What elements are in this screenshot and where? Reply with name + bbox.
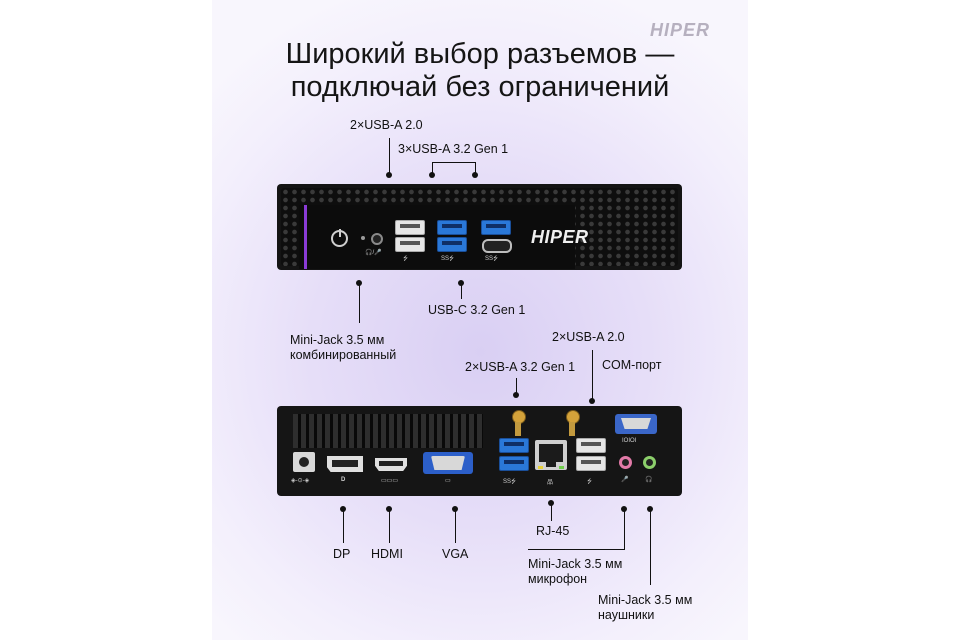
rear-usb-a-20-label: 2×USB-A 2.0	[552, 330, 625, 344]
dp-icon: D	[341, 477, 346, 483]
front-usb3-port-3[interactable]	[481, 220, 511, 235]
rear-device: ◈-⊙-◈ D ▭▭▭ ▭ SS⭍ 品 ⭍ IOIOI 🎤 🎧	[277, 406, 682, 496]
rear-usb-a-32-dot	[513, 392, 519, 398]
antenna-1	[511, 410, 526, 436]
mic-line-vertical	[624, 509, 625, 550]
vga-label: VGA	[442, 547, 469, 561]
headphone-label-1: Mini-Jack 3.5 мм	[598, 593, 693, 607]
headphone-label-2: наушники	[598, 608, 655, 622]
minijack-combo-label-2: комбинированный	[290, 348, 397, 362]
rear-usb-a-32-line	[516, 378, 517, 394]
front-usb-a-32-dot-left	[429, 172, 435, 178]
power-connector[interactable]	[293, 452, 315, 472]
rear-usb-a-20-dot	[589, 398, 595, 404]
rear-usb2-port-2[interactable]	[576, 456, 606, 471]
front-usb-a-20-dot	[386, 172, 392, 178]
com-port[interactable]	[615, 414, 657, 434]
headphone-jack[interactable]	[643, 456, 656, 469]
antenna-2	[565, 410, 580, 436]
mic-jack[interactable]	[619, 456, 632, 469]
front-usb-a-20-label: 2×USB-A 2.0	[350, 118, 423, 132]
vga-port[interactable]	[423, 452, 473, 474]
dp-label: DP	[333, 547, 351, 561]
rear-usb3-port-1[interactable]	[499, 438, 529, 453]
power-icon	[339, 229, 341, 237]
title-line-1: Широкий выбор разъемов —	[285, 38, 675, 70]
headphone-line	[650, 509, 651, 585]
front-usb-a-32-label: 3×USB-A 3.2 Gen 1	[398, 142, 509, 156]
ss-usb-c-icon: SS⭍	[485, 256, 499, 262]
ss-usb-icon: SS⭍	[441, 256, 455, 262]
vga-line	[455, 509, 456, 543]
corner-logo: HIPER	[650, 20, 711, 40]
rear-usb-a-20-line	[592, 350, 593, 400]
rear-usb3-port-2[interactable]	[499, 456, 529, 471]
rear-usb2-port-1[interactable]	[576, 438, 606, 453]
mic-icon: 🎤	[621, 477, 629, 483]
front-usb-c-port[interactable]	[482, 239, 512, 253]
background-panel	[212, 0, 748, 640]
hdmi-port[interactable]	[375, 458, 407, 471]
dp-line	[343, 509, 344, 543]
power-icon-label: ◈-⊙-◈	[291, 478, 310, 484]
minijack-combo-line	[359, 283, 360, 323]
mic-line-horizontal	[528, 549, 625, 550]
hdmi-icon: ▭▭▭	[381, 478, 399, 484]
hdmi-label: HDMI	[371, 547, 403, 561]
front-usb-a-32-line-left	[432, 162, 433, 174]
mic-label-2: микрофон	[528, 572, 588, 586]
usb-c-label: USB-C 3.2 Gen 1	[428, 303, 526, 317]
power-button[interactable]	[331, 229, 348, 247]
rj45-line	[551, 503, 552, 521]
rear-usb-icon: ⭍	[587, 479, 592, 485]
front-usb3-port-1[interactable]	[437, 220, 467, 235]
front-usb-a-32-line-right	[475, 162, 476, 174]
usb-c-line	[461, 283, 462, 299]
minijack-combo-label-1: Mini-Jack 3.5 мм	[290, 333, 385, 347]
front-usb-a-32-bracket	[432, 162, 476, 163]
rear-ss-usb-icon: SS⭍	[503, 479, 517, 485]
rj45-port[interactable]	[535, 440, 567, 470]
front-usb2-port-1[interactable]	[395, 220, 425, 235]
com-icon: IOIOI	[622, 438, 637, 444]
front-usb3-port-2[interactable]	[437, 237, 467, 252]
accent-strip	[304, 205, 307, 269]
device-logo: HIPER	[531, 227, 589, 247]
rj45-label: RJ-45	[536, 524, 570, 538]
rear-usb-a-32-label: 2×USB-A 3.2 Gen 1	[465, 360, 576, 374]
displayport[interactable]	[327, 456, 363, 472]
front-audio-jack[interactable]	[371, 233, 383, 245]
front-usb-a-20-line	[389, 138, 390, 174]
com-port-label: COM-порт	[602, 358, 662, 372]
title-line-2: подключай без ограничений	[290, 71, 670, 103]
led-indicator	[361, 236, 365, 240]
vga-icon: ▭	[445, 478, 451, 484]
front-usb2-port-2[interactable]	[395, 237, 425, 252]
mic-label-1: Mini-Jack 3.5 мм	[528, 557, 623, 571]
front-device: 🎧/🎤 ⭍ SS⭍ SS⭍ HIPER	[277, 184, 682, 270]
lan-icon: 品	[547, 480, 554, 486]
usb-icon: ⭍	[403, 256, 408, 262]
front-audio-icon: 🎧/🎤	[365, 250, 382, 256]
front-usb-a-32-dot-right	[472, 172, 478, 178]
vent-slots	[293, 414, 483, 448]
hdmi-line	[389, 509, 390, 543]
headphone-icon: 🎧	[645, 477, 653, 483]
front-panel: 🎧/🎤 ⭍ SS⭍ SS⭍ HIPER	[299, 205, 588, 269]
page-title: Широкий выбор разъемов — подключай без о…	[212, 38, 748, 104]
